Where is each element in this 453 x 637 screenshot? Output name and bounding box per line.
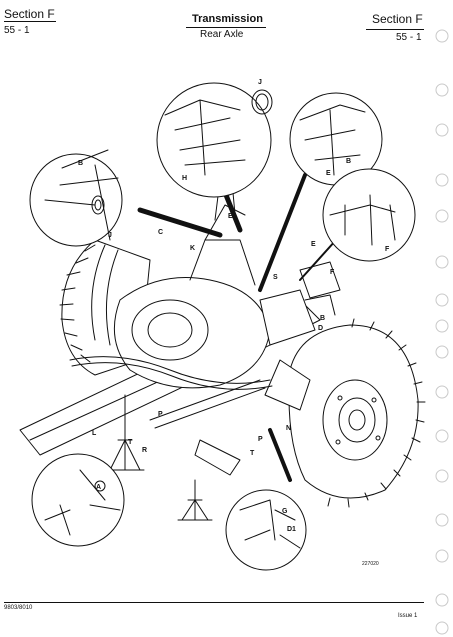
callout-d: D bbox=[318, 325, 323, 332]
page-number-right: 55 - 1 bbox=[396, 32, 422, 43]
callout-n: N bbox=[286, 425, 291, 432]
header-rule-center bbox=[186, 27, 266, 28]
callout-a: A bbox=[96, 484, 101, 491]
footer-issue: Issue 1 bbox=[398, 613, 418, 619]
axle-stands bbox=[105, 394, 213, 521]
binder-holes bbox=[435, 29, 449, 635]
callout-b-mid: B bbox=[320, 315, 325, 322]
pipework bbox=[69, 356, 273, 476]
detail-circle-f bbox=[322, 168, 416, 262]
callout-h: H bbox=[182, 175, 187, 182]
section-label-left: Section F bbox=[4, 7, 55, 21]
callout-k: K bbox=[190, 245, 195, 252]
detail-circle-b-j bbox=[29, 153, 123, 247]
right-tyre bbox=[288, 318, 426, 508]
callout-b-left: B bbox=[78, 160, 83, 167]
header-rule-right bbox=[366, 29, 424, 30]
detail-circle-h-j bbox=[156, 82, 272, 198]
callout-c: C bbox=[158, 229, 163, 236]
callout-e-mid: E bbox=[311, 241, 316, 248]
detail-circle-a bbox=[31, 453, 125, 547]
axle-housing bbox=[19, 179, 341, 456]
page-subtitle: Rear Axle bbox=[200, 29, 244, 40]
callout-f-right: F bbox=[385, 246, 390, 253]
callout-e-right: E bbox=[326, 170, 331, 177]
callout-p-right: P bbox=[258, 436, 263, 443]
footer-rule bbox=[4, 602, 424, 603]
callout-r: R bbox=[142, 447, 147, 454]
rear-axle-illustration: J B J H B E F C K E E F S B D L P T R P … bbox=[19, 79, 426, 571]
detail-circle-g-d1 bbox=[225, 489, 307, 571]
page-title: Transmission bbox=[192, 13, 263, 25]
callout-g: G bbox=[282, 508, 288, 515]
footer-code: 9803/8010 bbox=[4, 605, 33, 611]
callout-t-left: T bbox=[128, 439, 133, 446]
callout-f-mid: F bbox=[330, 269, 335, 276]
callout-s: S bbox=[273, 274, 278, 281]
section-label-right: Section F bbox=[372, 12, 423, 26]
page-number-left: 55 - 1 bbox=[4, 25, 30, 36]
header-rule-left bbox=[4, 21, 56, 22]
callout-d1: D1 bbox=[287, 526, 296, 533]
drawing-number: 227020 bbox=[362, 561, 379, 567]
callout-b-right: B bbox=[346, 158, 351, 165]
callout-e-upper: E bbox=[228, 213, 233, 220]
callout-j-top: J bbox=[258, 79, 262, 86]
callout-l: L bbox=[92, 430, 97, 437]
callout-t-right: T bbox=[250, 450, 255, 457]
callout-j-left: J bbox=[108, 232, 112, 239]
callout-p-left: P bbox=[158, 411, 163, 418]
